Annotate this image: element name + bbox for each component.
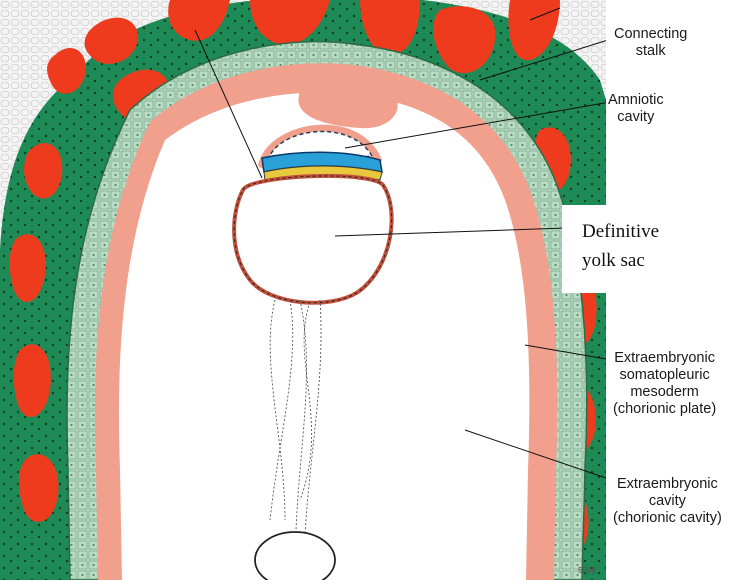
label-connecting-stalk: Connecting stalk [614,26,687,60]
label-box-definitive-yolk-sac: Definitive yolk sac [562,205,690,293]
label-extraembryonic-cavity: Extraembryonic cavity (chorionic cavity) [613,476,722,527]
label-definitive-yolk-sac: Definitive yolk sac [582,217,659,275]
connecting-stalk-bottom [255,532,335,580]
label-somatopleuric-mesoderm: Extraembryonic somatopleuric mesoderm (c… [613,350,716,418]
figure-corner-mark: 5098 [578,566,596,575]
definitive-yolk-sac [234,176,392,303]
label-amniotic-cavity: Amniotic cavity [608,92,664,126]
